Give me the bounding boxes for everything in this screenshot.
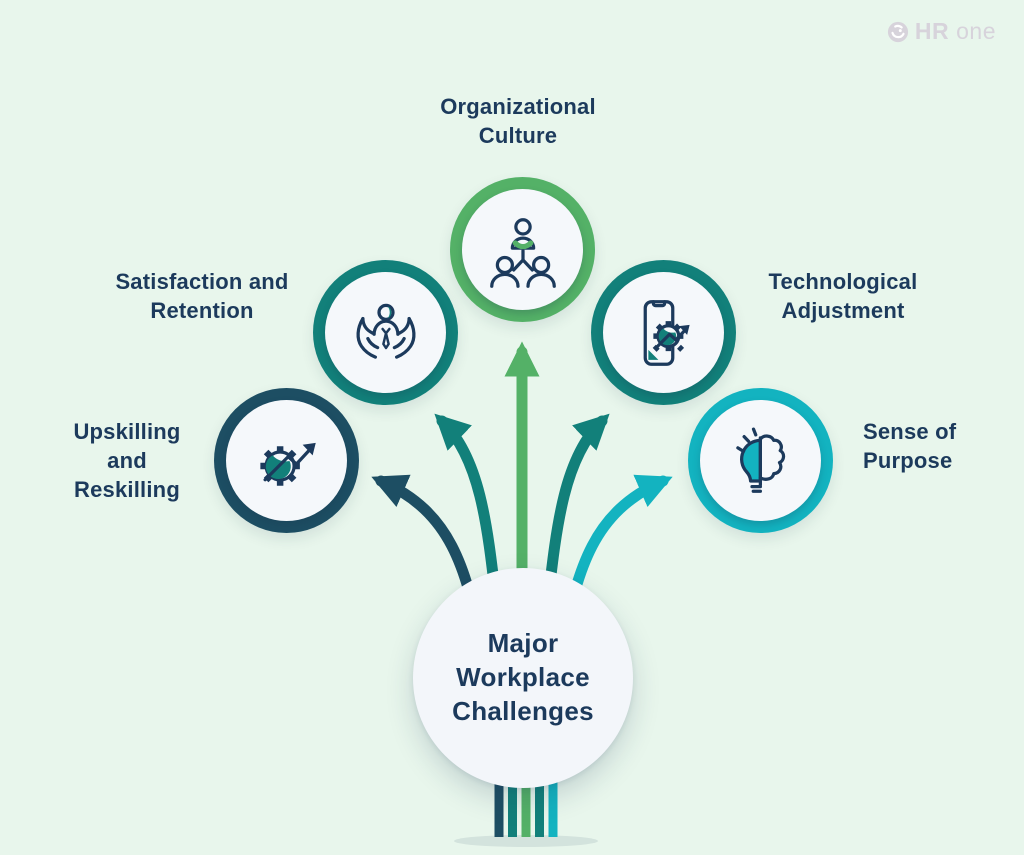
node-circle [325,272,446,393]
bulb-brain-icon [735,427,785,493]
label-satisfaction-and-retention: Satisfaction and Retention [115,269,289,324]
label-upskilling-and-reskilling: Upskilling and Reskilling [73,419,181,503]
central-hub-circle: Major Workplace Challenges [413,568,633,788]
ground-shadow [454,835,598,847]
hub-title: Major Workplace Challenges [452,628,594,726]
node-circle [700,400,821,521]
node-circle [603,272,724,393]
node-circle [462,189,583,310]
stem-bar [521,770,531,837]
logo-text-hr: HR [914,18,950,44]
node-sense-of-purpose [688,388,833,533]
hrone-logo-icon [887,21,908,42]
gear-growth-arrow-icon [259,442,316,486]
node-technological-adjustment [591,260,736,405]
stem-bars [494,770,558,837]
node-circle [226,400,347,521]
node-satisfaction-and-retention [313,260,458,405]
phone-gear-arrow-icon [643,299,690,366]
stem-bar [508,770,517,837]
node-organizational-culture [450,177,595,322]
org-hierarchy-icon [489,217,556,288]
label-technological-adjustment: Technological Adjustment [768,269,918,324]
stem-bar [535,770,544,837]
node-upskilling-and-reskilling [214,388,359,533]
stem-bar [548,770,558,837]
label-sense-of-purpose: Sense of Purpose [863,419,957,474]
label-organizational-culture: Organizational Culture [440,94,596,149]
logo-text-one: one [956,18,996,44]
stem-bar [494,770,504,837]
hands-holding-person-icon [356,303,415,359]
